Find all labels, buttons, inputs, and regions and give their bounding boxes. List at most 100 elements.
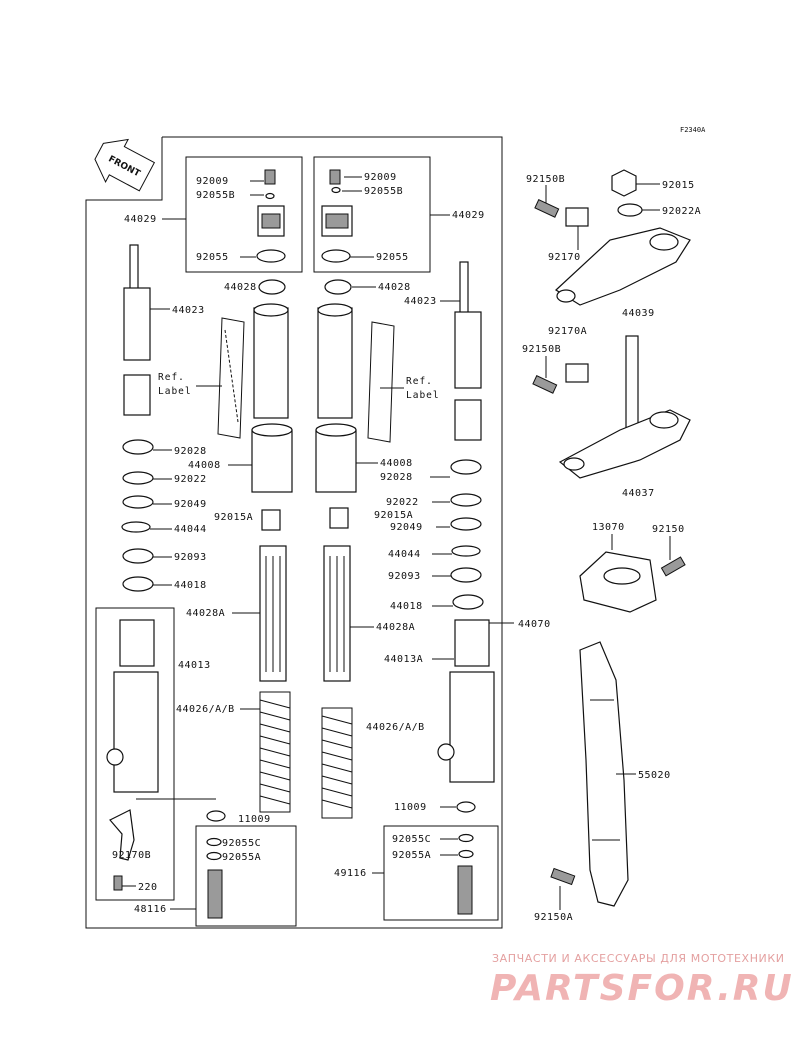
label-44018-left: 44018 [174,580,207,591]
ref-label-left-line1: Ref. [158,372,185,383]
label-44018-right: 44018 [390,601,423,612]
label-44028a-right: 44028A [376,622,415,633]
label-44070: 44070 [518,619,551,630]
guard-55020 [579,641,629,907]
holder-13070 [579,551,657,613]
label-92170: 92170 [548,252,581,263]
label-92049-right: 92049 [390,522,423,533]
lower-box-left [95,607,175,901]
dust-seal-left [251,423,293,493]
valve-49116 [457,865,473,915]
damper-rod-right [454,261,482,441]
label-92055c-right: 92055C [392,834,431,845]
ring-92028-right [450,459,482,475]
label-44029-left: 44029 [124,214,157,225]
label-48116: 48116 [134,904,167,915]
spring-44026-right [321,707,353,819]
label-44037: 44037 [622,488,655,499]
label-92015a-right: 92015A [374,510,413,521]
label-44039: 44039 [622,308,655,319]
seal-92049-right [450,517,482,531]
label-92055-left: 92055 [196,252,229,263]
label-44013-left: 44013 [178,660,211,671]
label-92150b-mid: 92150B [522,344,561,355]
label-44028-right: 44028 [378,282,411,293]
label-92022a: 92022A [662,206,701,217]
front-arrow: FRONT [94,138,156,192]
ref-label-right-line1: Ref. [406,376,433,387]
clip-44044-left [121,521,151,533]
seal-92093-left [122,548,154,564]
spring-44026-left [259,691,291,813]
outer-tube-left [106,619,159,793]
clip-44044-right [451,545,481,557]
cap-box-left [185,156,303,273]
dust-seal-right [315,423,357,493]
outer-tube-right [437,619,495,783]
bolt-92150b-top [534,199,560,218]
label-13070: 13070 [592,522,625,533]
bottom-box-left [195,825,297,927]
bolt-92150b-mid [532,375,558,394]
clamp-92170a [565,363,589,383]
watermark-caption: ЗАПЧАСТИ И АКСЕССУАРЫ ДЛЯ МОТОТЕХНИКИ [492,952,785,965]
label-92150b-top: 92150B [526,174,565,185]
bolt-92150 [660,556,686,577]
label-92055a-right: 92055A [392,850,431,861]
bushing-44028-left [258,279,286,295]
washer-92022a [617,203,643,217]
bushing-44018-left [122,576,154,592]
label-44008-left: 44008 [188,460,221,471]
label-44023-left: 44023 [172,305,205,316]
label-44008-right: 44008 [380,458,413,469]
label-92028-left: 92028 [174,446,207,457]
label-92170b: 92170B [112,850,151,861]
gasket-11009-left [206,810,226,822]
label-92015a-left: 92015A [214,512,253,523]
label-55020: 55020 [638,770,671,781]
label-92028-right: 92028 [380,472,413,483]
label-92049-left: 92049 [174,499,207,510]
nut-92015a-right [329,507,349,529]
label-92009-right: 92009 [364,172,397,183]
label-92055b-left: 92055B [196,190,235,201]
washer-92022-left [122,471,154,485]
label-92022-left: 92022 [174,474,207,485]
inner-tube-left [253,303,289,419]
upper-clamp-44039 [555,227,691,306]
label-92015: 92015 [662,180,695,191]
label-11009-right: 11009 [394,802,427,813]
bolt-92150a [550,867,576,886]
oring-92055c-right [458,833,474,843]
label-92055a-left: 92055A [222,852,261,863]
inner-tube-right [317,303,353,419]
stem-44037 [558,335,691,479]
clamp-92170 [565,207,589,227]
oring-92055c-left [206,837,222,847]
nut-92015 [611,169,637,197]
label-44044-left: 44044 [174,524,207,535]
cylinder-44028a-right [323,545,351,682]
label-44023-right: 44023 [404,296,437,307]
bushing-44028-right [324,279,352,295]
washer-92022-right [450,493,482,507]
label-11009-left: 11009 [238,814,271,825]
ref-label-sticker-right [367,321,395,443]
oring-92055a-right [458,849,474,859]
bushing-44018-right [452,594,484,610]
valve-48116 [207,869,223,919]
fork-cap-left [256,169,286,263]
damper-rod-left [123,244,151,416]
ref-label-right-line2: Label [406,390,440,401]
gasket-11009-right [456,801,476,813]
seal-92049-left [122,495,154,509]
bracket-92170b [109,809,135,861]
label-92093-right: 92093 [388,571,421,582]
label-92055c-left: 92055C [222,838,261,849]
label-92170a: 92170A [548,326,587,337]
label-44026-right: 44026/A/B [366,722,425,733]
label-92150: 92150 [652,524,685,535]
label-49116: 49116 [334,868,367,879]
fork-assembly-frame [85,136,503,929]
label-92055-right: 92055 [376,252,409,263]
